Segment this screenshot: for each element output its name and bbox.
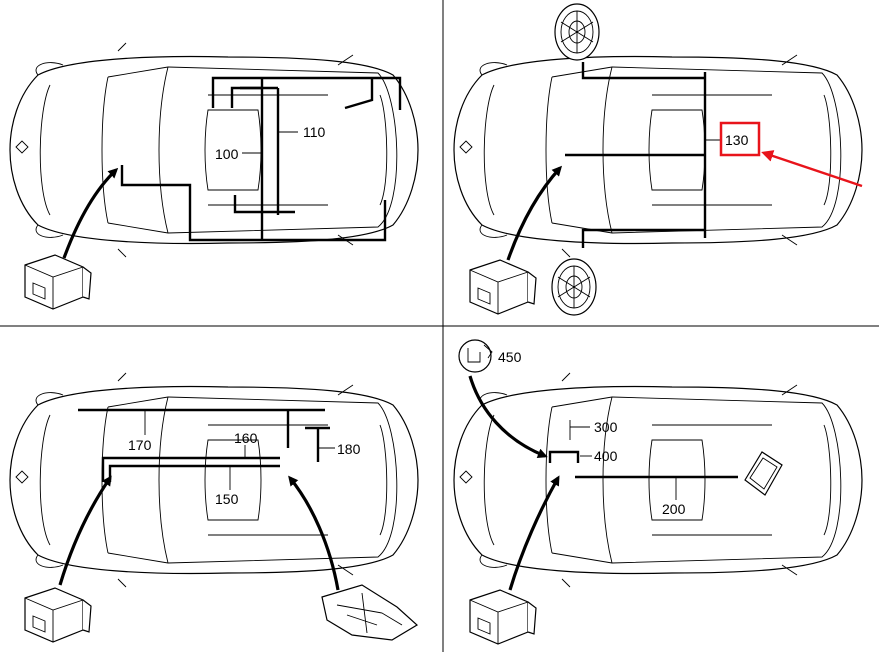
control-module-icon xyxy=(469,589,537,645)
speaker-icon xyxy=(554,3,600,61)
seat-sensor-icon xyxy=(321,584,419,641)
display-unit-icon xyxy=(744,451,783,496)
label-150: 150 xyxy=(215,491,239,507)
quadrant-bottom-left: 170 160 180 150 xyxy=(9,372,419,643)
label-160: 160 xyxy=(234,430,258,446)
label-170: 170 xyxy=(128,437,152,453)
harness-lines xyxy=(548,420,738,500)
harness-lines xyxy=(565,62,722,248)
label-180: 180 xyxy=(337,441,361,457)
car-outline xyxy=(9,42,419,258)
label-400: 400 xyxy=(594,448,618,464)
label-100: 100 xyxy=(215,146,239,162)
label-130: 130 xyxy=(725,132,749,148)
highlight-box xyxy=(719,121,761,157)
car-outline xyxy=(453,372,863,588)
speaker-icon xyxy=(551,258,597,316)
highlight-arrow xyxy=(761,150,863,188)
quadrant-top-right: 130 xyxy=(453,3,863,316)
arrow xyxy=(58,475,112,586)
harness-lines xyxy=(120,76,402,242)
car-outline xyxy=(453,42,863,258)
label-200: 200 xyxy=(662,501,686,517)
arrow xyxy=(506,165,563,261)
label-300: 300 xyxy=(594,419,618,435)
arrow xyxy=(508,475,560,591)
sensor-icon xyxy=(458,339,493,373)
label-110: 110 xyxy=(303,124,326,140)
label-450: 450 xyxy=(498,349,522,365)
quadrant-bottom-right: 450 300 400 200 xyxy=(453,339,863,645)
control-module-icon xyxy=(24,254,92,310)
arrow xyxy=(62,167,119,259)
arrow xyxy=(288,475,340,591)
arrow xyxy=(468,375,548,459)
control-module-icon xyxy=(24,587,92,643)
quadrant-top-left: 100 110 xyxy=(9,42,419,310)
control-module-icon xyxy=(469,259,537,315)
